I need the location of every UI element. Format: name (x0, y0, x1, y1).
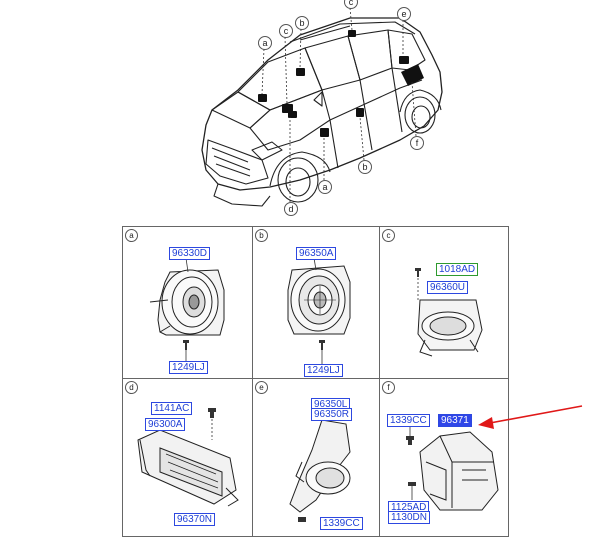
part-label-1130DN[interactable]: 1130DN (388, 511, 430, 524)
panel-f-letter: f (382, 381, 395, 394)
panel-b-letter: b (255, 229, 268, 242)
bolt-icon (208, 408, 216, 418)
part-label-1339CC-e[interactable]: 1339CC (320, 517, 363, 530)
car-diagram (201, 17, 443, 207)
bolt-icon (415, 268, 421, 277)
car-speaker-markers (258, 30, 424, 137)
car-callout-c-top[interactable]: c (344, 0, 358, 9)
part-label-96300A[interactable]: 96300A (145, 418, 186, 431)
bolt-icon (298, 517, 306, 522)
part-label-1249LJ-a[interactable]: 1249LJ (169, 361, 208, 374)
bolt-icon (183, 340, 189, 350)
car-leader-lines (261, 7, 417, 202)
car-callout-c[interactable]: c (279, 24, 293, 38)
part-label-96330D[interactable]: 96330D (169, 247, 211, 260)
part-label-96350R[interactable]: 96350R (311, 408, 353, 421)
part-label-1141AC[interactable]: 1141AC (151, 402, 193, 415)
car-callout-a-lower[interactable]: a (318, 180, 332, 194)
panel-d-letter: d (125, 381, 138, 394)
panel-e-letter: e (255, 381, 268, 394)
part-label-1339CC-f[interactable]: 1339CC (387, 414, 430, 427)
amplifier-icon (137, 429, 239, 507)
car-callout-b[interactable]: b (295, 16, 309, 30)
bolt-icon (406, 436, 414, 445)
part-label-96350A[interactable]: 96350A (296, 247, 337, 260)
part-label-1249LJ-b[interactable]: 1249LJ (304, 364, 343, 377)
car-callout-e[interactable]: e (397, 7, 411, 21)
speaker-icon (289, 419, 351, 513)
bolt-icon (408, 482, 416, 486)
part-label-96370N[interactable]: 96370N (174, 513, 216, 526)
car-callout-f[interactable]: f (410, 136, 424, 150)
red-arrow-icon (478, 405, 583, 429)
speaker-icon (417, 299, 483, 357)
panel-c-letter: c (382, 229, 395, 242)
panel-grid (122, 226, 509, 537)
car-callout-b-lower[interactable]: b (358, 160, 372, 174)
part-label-96360U[interactable]: 96360U (427, 281, 469, 294)
car-callout-d[interactable]: d (284, 202, 298, 216)
car-callout-a[interactable]: a (258, 36, 272, 50)
panel-a-letter: a (125, 229, 138, 242)
part-label-1018AD[interactable]: 1018AD (436, 263, 479, 276)
bolt-icon (319, 340, 325, 350)
woofer-enclosure-icon (419, 431, 499, 511)
speaker-icon (149, 269, 225, 336)
speaker-icon (287, 265, 351, 335)
part-label-96371[interactable]: 96371 (438, 414, 472, 427)
